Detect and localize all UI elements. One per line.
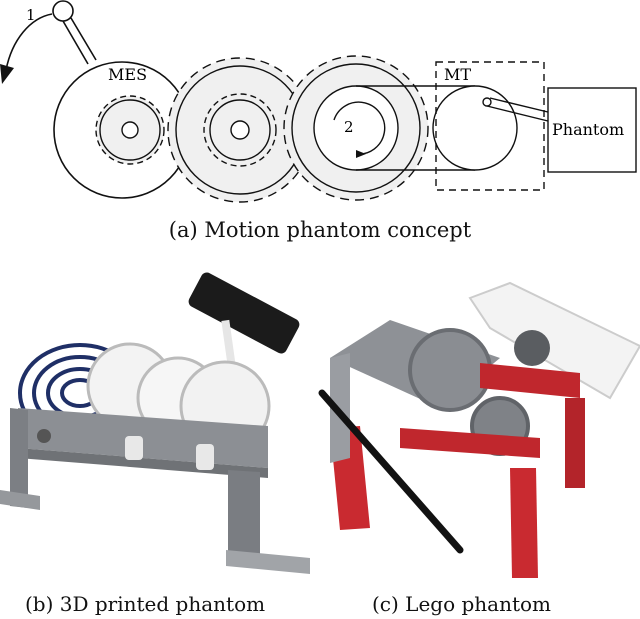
lego-phantom-image bbox=[318, 281, 640, 578]
pivot-circle bbox=[52, 0, 74, 22]
phantom-label: Phantom bbox=[552, 120, 624, 139]
gear-2 bbox=[167, 57, 313, 203]
mt-wheel bbox=[432, 85, 518, 171]
3d-printed-phantom-image bbox=[0, 272, 310, 574]
gear-3 bbox=[283, 55, 429, 201]
motion-phantom-concept-diagram: 1 MES 2 MT Phantom bbox=[0, 0, 637, 203]
mt-box bbox=[435, 61, 545, 191]
input-arrow bbox=[5, 13, 53, 71]
caption-panel-a: (a) Motion phantom concept bbox=[168, 218, 472, 242]
mes-label: MES bbox=[108, 65, 147, 84]
caption-panel-b: (b) 3D printed phantom bbox=[25, 592, 266, 616]
gear-1 bbox=[95, 95, 165, 165]
caption-panel-c: (c) Lego phantom bbox=[372, 592, 552, 616]
phantom-box bbox=[547, 87, 637, 173]
rotation-number-label: 2 bbox=[344, 118, 354, 136]
arrow-number-label: 1 bbox=[26, 6, 36, 24]
input-arrowhead bbox=[0, 64, 14, 84]
mt-label: MT bbox=[444, 65, 471, 84]
